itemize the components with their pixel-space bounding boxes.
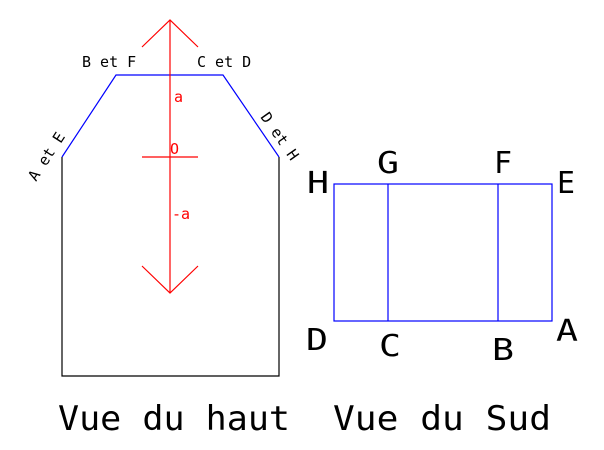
south-view-caption: Vue du Sud (333, 399, 551, 439)
label-d: D (306, 323, 328, 358)
top-view: a O -a B et F C et D A et E D et H Vue d… (24, 19, 303, 439)
axis-label-a: a (174, 88, 183, 106)
top-view-outline (61, 157, 280, 377)
label-c-et-d: C et D (197, 53, 251, 71)
axis-label-origin: O (170, 140, 179, 158)
label-e: E (557, 166, 575, 201)
label-a: A (556, 314, 578, 349)
label-c: C (379, 329, 401, 364)
axis-label-minus-a: -a (172, 205, 190, 223)
label-d-et-h: D et H (257, 109, 303, 164)
south-view: H G F E D C B A Vue du Sud (306, 146, 578, 439)
label-f: F (494, 146, 512, 181)
label-b: B (492, 333, 514, 368)
south-view-rectangle (333, 183, 553, 322)
label-b-et-f: B et F (82, 53, 136, 71)
axis-arrowhead-bottom (141, 265, 199, 294)
label-g: G (377, 146, 399, 181)
vertical-axis (141, 19, 199, 294)
axis-arrowhead-top (141, 19, 199, 48)
top-view-caption: Vue du haut (58, 399, 290, 439)
label-h: H (307, 166, 329, 201)
